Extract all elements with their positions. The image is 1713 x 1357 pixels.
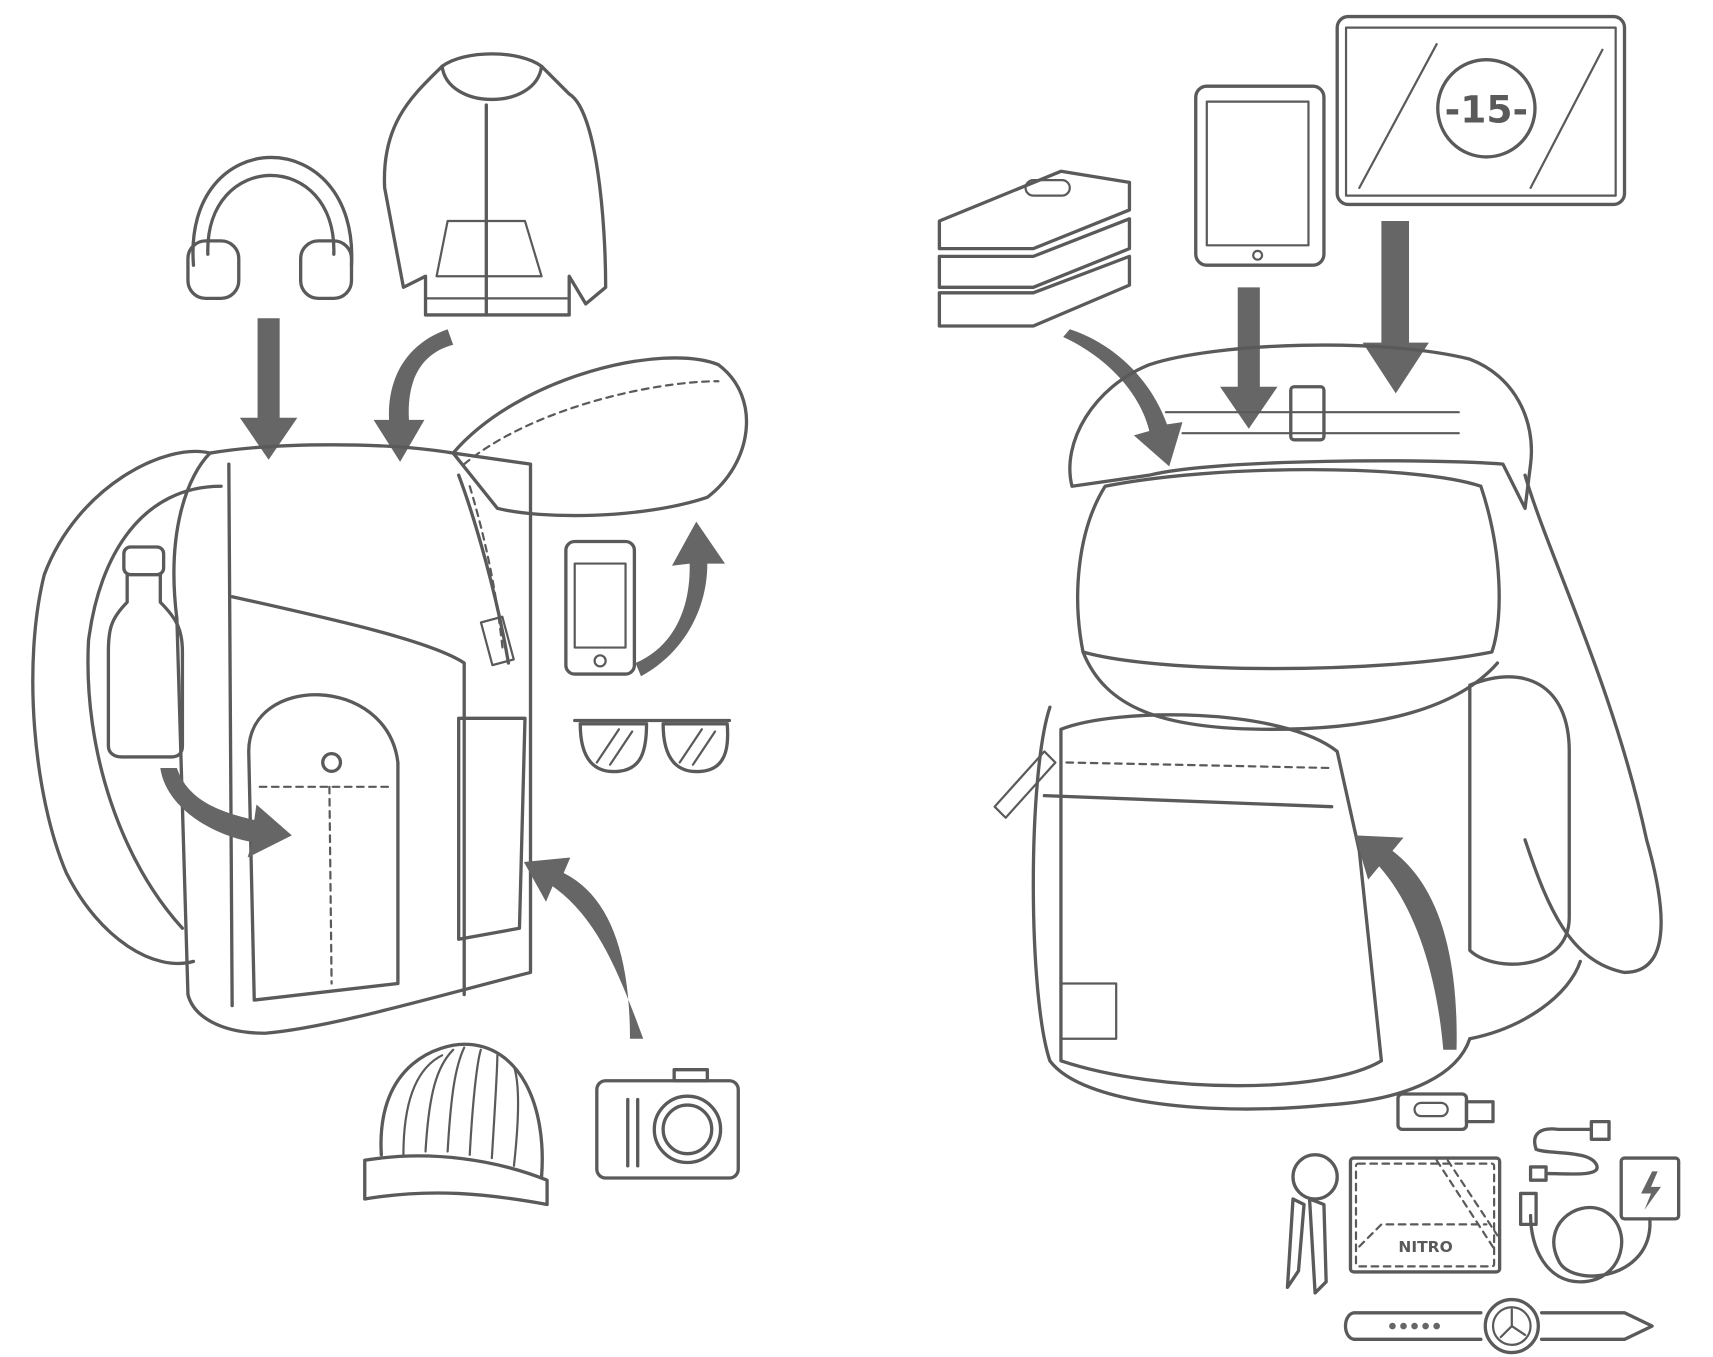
smartphone-icon xyxy=(564,539,637,676)
arrow-down-icon xyxy=(239,318,298,460)
curved-arrow-icon xyxy=(1063,329,1183,467)
hoodie-icon xyxy=(382,52,608,317)
tablet-icon xyxy=(1194,84,1326,267)
curved-arrow-icon xyxy=(1354,835,1457,1050)
right-backpack xyxy=(993,343,1663,1111)
camera-icon xyxy=(595,1068,740,1180)
usb-stick-icon xyxy=(1396,1092,1495,1132)
bottle-icon xyxy=(106,545,185,759)
left-backpack xyxy=(31,356,749,1035)
watch-icon xyxy=(1343,1297,1654,1355)
beanie-icon xyxy=(363,1042,549,1207)
books-icon xyxy=(937,169,1132,328)
arrow-down-icon xyxy=(1362,221,1429,394)
wallet-icon: NITRO xyxy=(1348,1156,1502,1274)
curved-arrow-icon xyxy=(635,521,725,677)
keys-icon xyxy=(1285,1153,1339,1295)
curved-arrow-icon xyxy=(160,768,292,858)
laptop-label: -15- xyxy=(1445,88,1528,132)
curved-arrow-icon xyxy=(523,857,644,1039)
arrow-down-icon xyxy=(1220,287,1278,429)
curved-arrow-icon xyxy=(373,329,454,462)
usb-cable-icon xyxy=(1528,1119,1611,1182)
headphones-icon xyxy=(186,155,354,301)
laptop-icon: -15- xyxy=(1335,14,1627,207)
wallet-brand-logo: NITRO xyxy=(1398,1238,1452,1256)
charger-icon xyxy=(1518,1156,1681,1284)
sunglasses-icon xyxy=(573,718,732,774)
